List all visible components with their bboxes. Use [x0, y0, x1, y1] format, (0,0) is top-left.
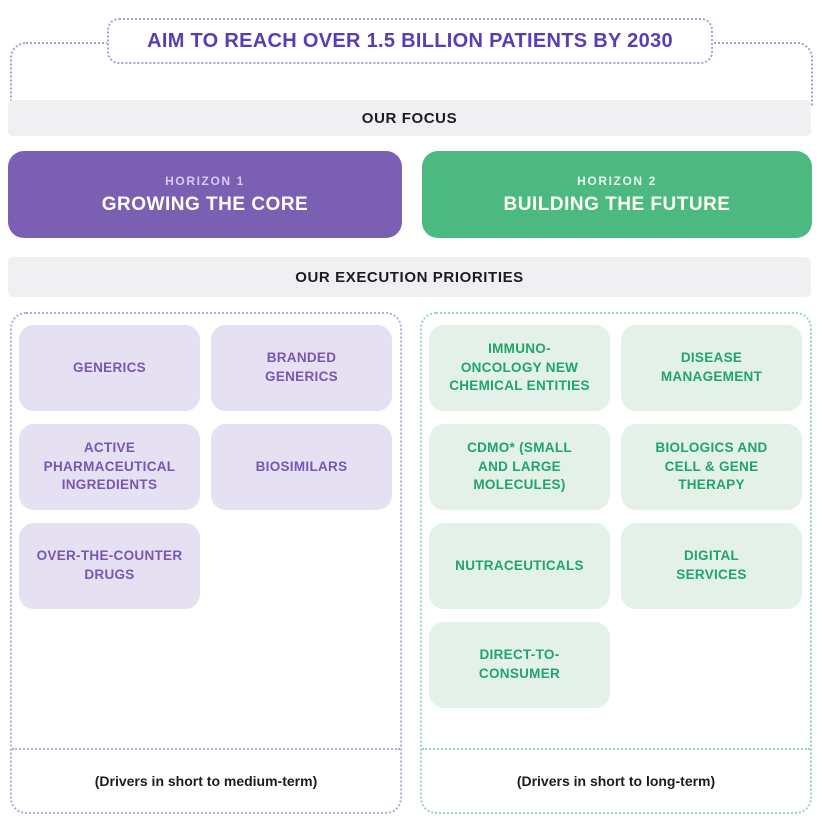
horizon-1-priorities-column: GENERICS BRANDED GENERICS ACTIVE PHARMAC… — [10, 312, 402, 814]
priority-tile-nutraceuticals: NUTRACEUTICALS — [429, 523, 610, 609]
priority-tile-generics: GENERICS — [19, 325, 200, 411]
priority-tile-cdmo: CDMO* (SMALL AND LARGE MOLECULES) — [429, 424, 610, 510]
priority-tile-over-the-counter-drugs: OVER-THE-COUNTER DRUGS — [19, 523, 200, 609]
horizon-2-card: HORIZON 2 BUILDING THE FUTURE — [422, 151, 812, 238]
horizon-1-tile-grid: GENERICS BRANDED GENERICS ACTIVE PHARMAC… — [19, 325, 393, 609]
goal-title: AIM TO REACH OVER 1.5 BILLION PATIENTS B… — [147, 29, 673, 52]
horizon-1-footer-note: (Drivers in short to medium-term) — [12, 748, 400, 812]
priority-tile-immuno-oncology-nce: IMMUNO- ONCOLOGY NEW CHEMICAL ENTITIES — [429, 325, 610, 411]
priority-tile-branded-generics: BRANDED GENERICS — [211, 325, 392, 411]
horizon-2-priorities-column: IMMUNO- ONCOLOGY NEW CHEMICAL ENTITIES D… — [420, 312, 812, 814]
priority-tile-active-pharmaceutical-ingredients: ACTIVE PHARMACEUTICAL INGREDIENTS — [19, 424, 200, 510]
horizon-1-card: HORIZON 1 GROWING THE CORE — [8, 151, 402, 238]
our-focus-label: OUR FOCUS — [361, 109, 458, 127]
goal-banner: AIM TO REACH OVER 1.5 BILLION PATIENTS B… — [107, 18, 713, 64]
horizon-2-footer-note: (Drivers in short to long-term) — [422, 748, 810, 812]
horizon-2-tile-grid: IMMUNO- ONCOLOGY NEW CHEMICAL ENTITIES D… — [429, 325, 803, 708]
priority-tile-digital-services: DIGITAL SERVICES — [621, 523, 802, 609]
priority-tile-direct-to-consumer: DIRECT-TO- CONSUMER — [429, 622, 610, 708]
horizon-2-kicker: HORIZON 2 — [577, 173, 657, 188]
priority-tile-disease-management: DISEASE MANAGEMENT — [621, 325, 802, 411]
horizon-2-title: BUILDING THE FUTURE — [503, 193, 731, 215]
priority-tile-biosimilars: BIOSIMILARS — [211, 424, 392, 510]
horizon-1-kicker: HORIZON 1 — [165, 173, 245, 188]
execution-priorities-bar: OUR EXECUTION PRIORITIES — [8, 257, 811, 297]
our-focus-bar: OUR FOCUS — [8, 100, 811, 136]
priority-tile-biologics-cell-gene-therapy: BIOLOGICS AND CELL & GENE THERAPY — [621, 424, 802, 510]
execution-priorities-label: OUR EXECUTION PRIORITIES — [295, 268, 524, 286]
horizon-1-title: GROWING THE CORE — [101, 193, 309, 215]
